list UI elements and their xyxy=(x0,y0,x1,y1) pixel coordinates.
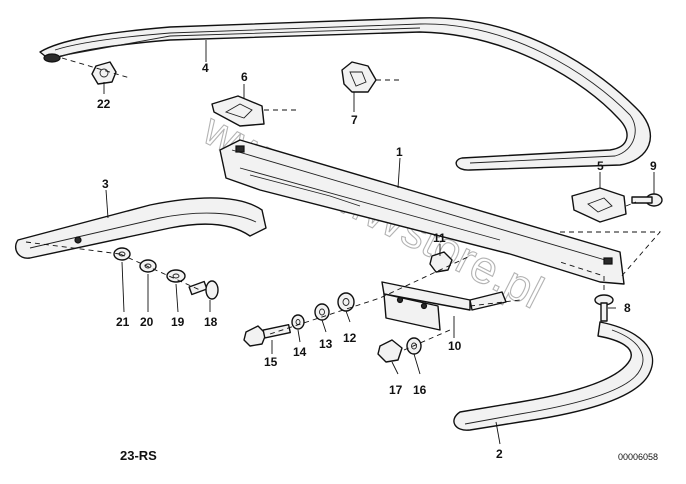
washer-part-14 xyxy=(291,314,305,330)
lock-washer-part-20 xyxy=(139,259,157,273)
group-code: 23-RS xyxy=(120,448,157,463)
callout-20: 20 xyxy=(140,315,154,329)
diagram-id: 00006058 xyxy=(618,452,658,462)
callout-2: 2 xyxy=(496,447,503,461)
nut-part-17 xyxy=(377,339,403,363)
rail-end-tab xyxy=(235,145,245,153)
seal-frame-part-4 xyxy=(39,17,651,171)
callout-21: 21 xyxy=(116,315,130,329)
callout-17: 17 xyxy=(389,383,403,397)
callout-10: 10 xyxy=(448,339,462,353)
callout-22: 22 xyxy=(97,97,111,111)
callout-14: 14 xyxy=(293,345,307,359)
callout-8: 8 xyxy=(624,301,631,315)
seal-end-cap xyxy=(43,53,61,63)
callout-7: 7 xyxy=(351,113,358,127)
bracket-part-10 xyxy=(381,281,507,331)
screw-part-9 xyxy=(631,193,663,207)
trim-stud xyxy=(74,236,82,244)
callout-3: 3 xyxy=(102,177,109,191)
callout-1: 1 xyxy=(396,145,403,159)
bolt-part-15 xyxy=(243,323,291,347)
callout-19: 19 xyxy=(171,315,185,329)
bracket-hole xyxy=(396,296,404,304)
callout-15: 15 xyxy=(264,355,278,369)
assembly-axes xyxy=(25,57,661,351)
callout-11: 11 xyxy=(433,231,446,245)
callout-16: 16 xyxy=(413,383,427,397)
clip-nut-part-22 xyxy=(91,61,117,85)
trim-strip-part-2 xyxy=(453,321,654,431)
callout-18: 18 xyxy=(204,315,218,329)
bracket-hole xyxy=(420,302,428,310)
washer-part-12 xyxy=(337,292,355,312)
rail-end-tab xyxy=(603,257,613,265)
clip-part-7 xyxy=(341,61,377,93)
leader-lines xyxy=(103,40,655,445)
trim-strip-part-3 xyxy=(14,197,267,259)
washer-part-19 xyxy=(166,269,186,283)
callout-9: 9 xyxy=(650,159,657,173)
guide-part-5 xyxy=(571,187,627,223)
callout-12: 12 xyxy=(343,331,357,345)
bolt-part-18 xyxy=(188,280,219,300)
callout-6: 6 xyxy=(241,70,248,84)
callout-5: 5 xyxy=(597,159,604,173)
screw-part-8 xyxy=(594,294,614,322)
nut-part-21 xyxy=(113,247,131,261)
callout-4: 4 xyxy=(202,61,209,75)
washer-part-13 xyxy=(314,303,330,321)
guide-part-6 xyxy=(211,95,265,127)
mounting-rail-part-1 xyxy=(219,139,625,285)
callout-13: 13 xyxy=(319,337,333,351)
